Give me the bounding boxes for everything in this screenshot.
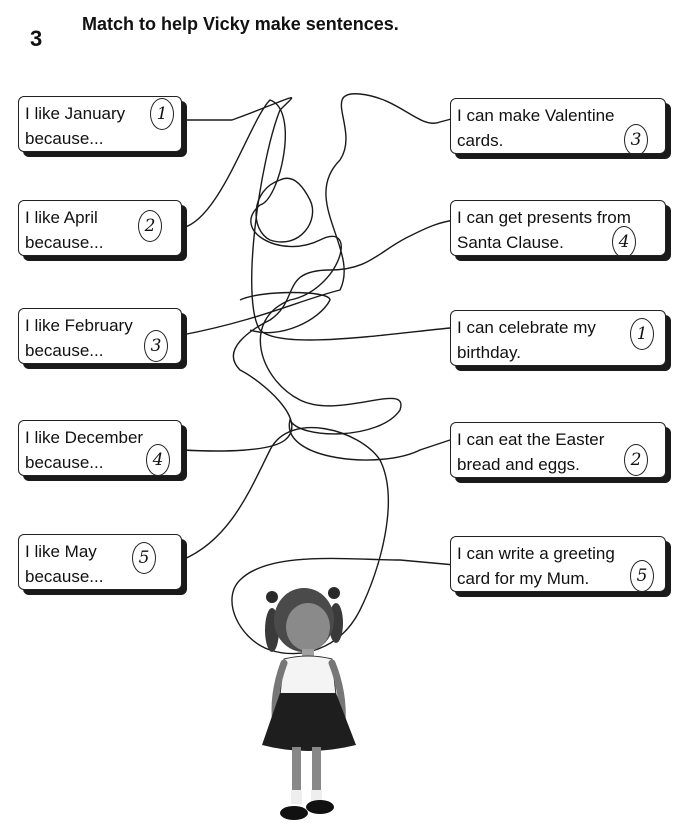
right-card-4-line2: bread and eggs. bbox=[457, 455, 580, 474]
right-card-2-line1: I can get presents from bbox=[457, 208, 631, 227]
left-mark-3: 3 bbox=[144, 330, 168, 362]
left-card-2-line2: because... bbox=[25, 233, 104, 252]
left-card-5-line2: because... bbox=[25, 567, 104, 586]
right-mark-3: 1 bbox=[630, 318, 654, 350]
left-mark-4: 4 bbox=[146, 444, 170, 476]
left-card-2-line1: I like April bbox=[25, 208, 98, 227]
right-card-5: I can write a greeting card for my Mum. bbox=[450, 536, 666, 592]
girl-illustration-icon bbox=[262, 587, 356, 820]
right-mark-2: 4 bbox=[612, 226, 636, 258]
left-mark-5: 5 bbox=[132, 542, 156, 574]
right-card-3: I can celebrate my birthday. bbox=[450, 310, 666, 366]
right-card-1-line1: I can make Valentine bbox=[457, 106, 615, 125]
maze-swirl bbox=[255, 177, 314, 243]
maze-line-1 bbox=[182, 97, 451, 341]
left-mark-1: 1 bbox=[150, 98, 174, 130]
right-card-3-line1: I can celebrate my bbox=[457, 318, 596, 337]
maze-swirl-2 bbox=[239, 291, 331, 334]
left-card-1-line1: I like January bbox=[25, 104, 126, 123]
maze-line-2 bbox=[181, 99, 451, 461]
right-card-1-line2: cards. bbox=[457, 131, 504, 150]
exercise-instruction: Match to help Vicky make sentences. bbox=[82, 14, 399, 34]
right-mark-1: 3 bbox=[624, 124, 648, 156]
exercise-number: 3 bbox=[30, 26, 43, 51]
right-card-3-line2: birthday. bbox=[457, 343, 521, 362]
right-card-5-line2: card for my Mum. bbox=[457, 569, 590, 588]
maze-line-4 bbox=[181, 219, 456, 452]
right-mark-5: 5 bbox=[630, 560, 654, 592]
left-card-3-line2: because... bbox=[25, 341, 104, 360]
left-card-4-line1: I like December bbox=[25, 428, 144, 447]
right-card-4-line1: I can eat the Easter bbox=[457, 430, 605, 449]
maze-line-3 bbox=[181, 93, 456, 336]
right-card-2-line2: Santa Clause. bbox=[457, 233, 564, 252]
left-card-3-line1: I like February bbox=[25, 316, 133, 335]
left-card-5: I like May because... bbox=[18, 534, 182, 590]
maze-line-5 bbox=[181, 426, 456, 655]
left-card-1-line2: because... bbox=[25, 129, 104, 148]
right-mark-4: 2 bbox=[624, 444, 648, 476]
left-card-4-line2: because... bbox=[25, 453, 104, 472]
left-mark-2: 2 bbox=[138, 210, 162, 242]
left-card-5-line1: I like May bbox=[25, 542, 97, 561]
right-card-5-line1: I can write a greeting bbox=[457, 544, 615, 563]
left-card-4: I like December because... bbox=[18, 420, 182, 476]
